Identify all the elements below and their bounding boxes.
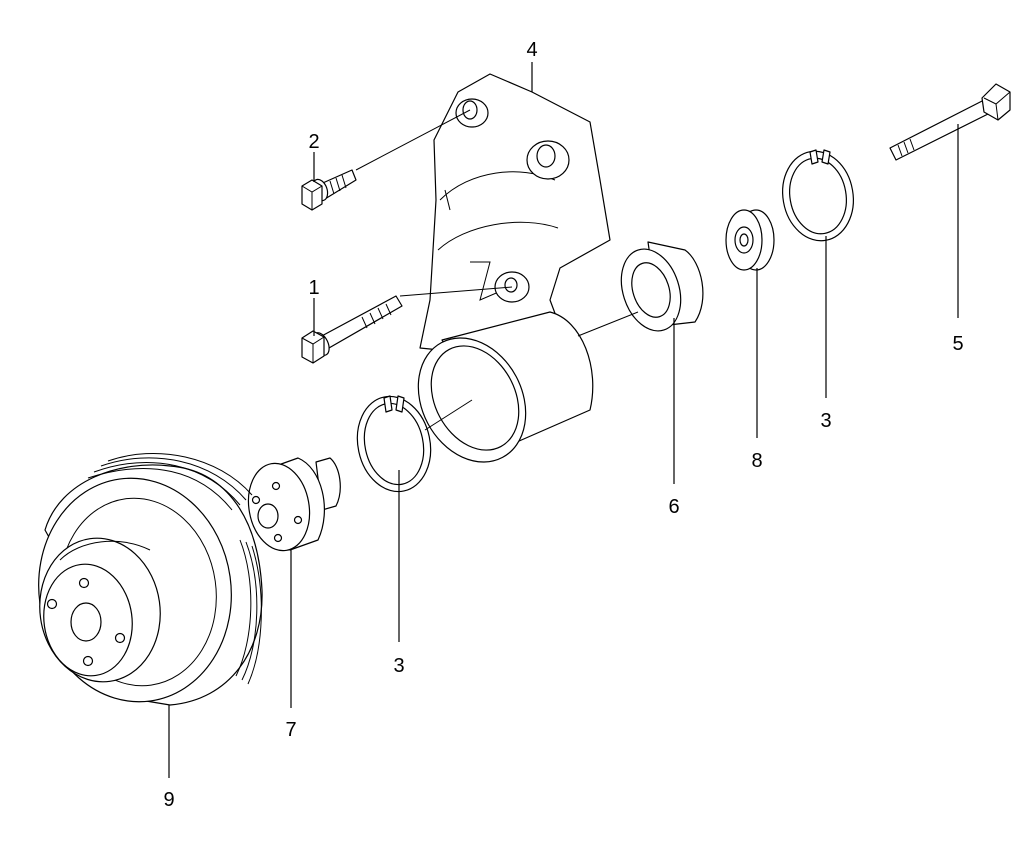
callout-7: 7 — [285, 719, 296, 741]
part-8-bushing — [725, 209, 775, 271]
callout-9: 9 — [163, 789, 174, 811]
assembly-lines — [355, 109, 639, 431]
callout-4: 4 — [526, 39, 537, 61]
callout-3-right: 3 — [820, 410, 831, 432]
part-6-sleeve — [620, 241, 704, 332]
callout-5: 5 — [952, 333, 963, 355]
part-7-hub — [247, 457, 341, 552]
part-5-bolt — [889, 83, 1011, 161]
callout-2: 2 — [308, 131, 319, 153]
callout-3-middle: 3 — [393, 655, 404, 677]
callout-labels: 1 2 3 3 4 5 6 7 8 9 — [163, 39, 963, 811]
leader-lines — [168, 62, 959, 778]
part-9-pulley — [38, 452, 263, 706]
callout-6: 6 — [668, 496, 679, 518]
part-1-bolt — [301, 295, 403, 364]
callout-8: 8 — [751, 450, 762, 472]
part-3-circlip-middle — [356, 395, 432, 493]
part-4-bracket — [417, 73, 611, 463]
part-3-circlip-right — [782, 149, 854, 242]
callout-1: 1 — [308, 277, 319, 299]
part-2-bolt — [301, 169, 357, 211]
